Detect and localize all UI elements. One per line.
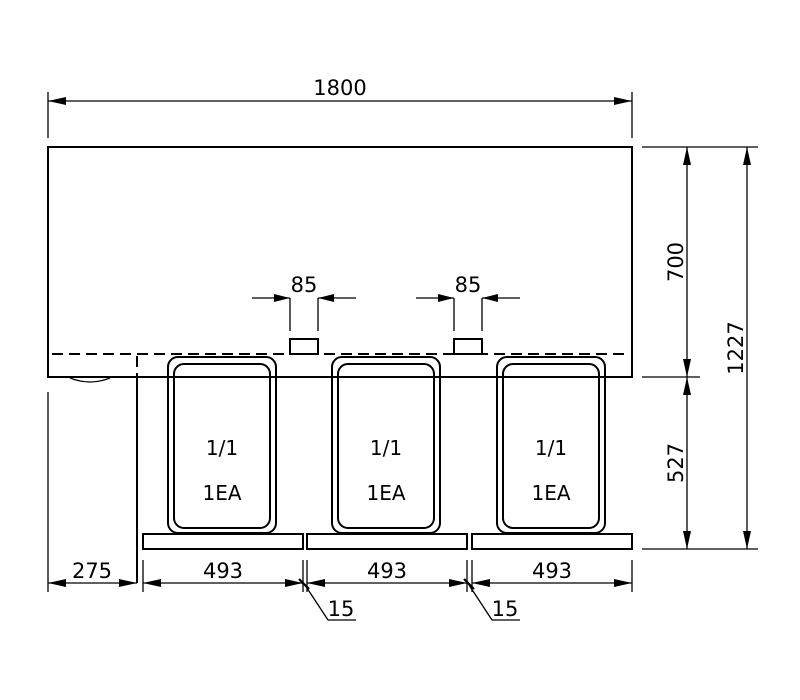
gap-1-label: 15 [328, 597, 355, 621]
bottom-height-label: 527 [664, 443, 688, 483]
opening-2-label: 85 [455, 273, 482, 297]
total-height-label: 1227 [724, 321, 748, 374]
total-width-label: 1800 [313, 76, 366, 100]
pan-spacing-2-label: 493 [367, 559, 407, 583]
total-width-dimension: 1800 [47, 76, 633, 138]
pan-2: 1/1 1EA [306, 356, 468, 550]
height-dimensions: 700 527 1227 [642, 146, 758, 550]
pan-spacing-1-label: 493 [203, 559, 243, 583]
pan-2-size: 1/1 [370, 436, 402, 460]
pan-3-size: 1/1 [535, 436, 567, 460]
pan-3: 1/1 1EA [471, 356, 633, 550]
pan-spacing-3-label: 493 [532, 559, 572, 583]
pan-1-qty: 1EA [202, 481, 241, 505]
opening-1: 85 [252, 273, 356, 355]
left-offset-label: 275 [72, 559, 112, 583]
top-height-label: 700 [664, 242, 688, 282]
gap-2-label: 15 [492, 597, 519, 621]
pan-3-qty: 1EA [531, 481, 570, 505]
door-swing [69, 377, 111, 383]
bottom-dimensions: 275 493 493 493 15 15 [47, 392, 633, 621]
opening-1-label: 85 [291, 273, 318, 297]
unit-body [47, 146, 633, 583]
pan-1-size: 1/1 [206, 436, 238, 460]
pan-1: 1/1 1EA [142, 356, 304, 550]
pan-2-qty: 1EA [366, 481, 405, 505]
opening-2: 85 [416, 273, 520, 355]
